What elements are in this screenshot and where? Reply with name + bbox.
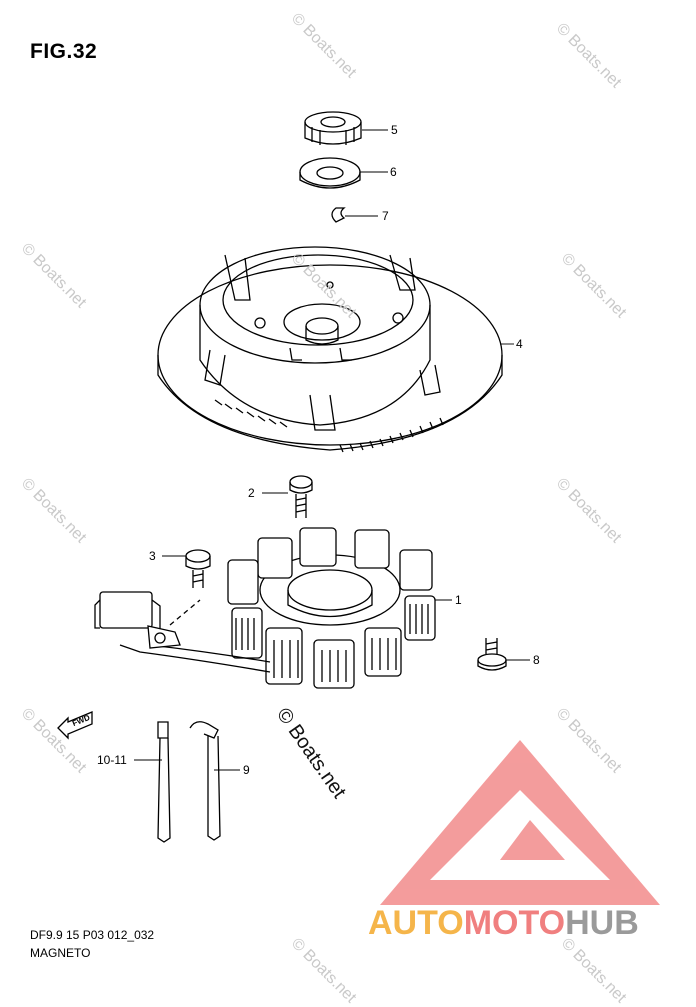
brand-triangle-logo (380, 740, 660, 905)
cable-tie-part-9 (189, 721, 221, 841)
flywheel-part-4 (157, 246, 503, 453)
nut-part-5 (304, 111, 362, 145)
screw-part-2 (289, 475, 313, 518)
diagram-code: DF9.9 15 P03 012_032 (30, 928, 155, 942)
brand-logo-part-1: AUTO (368, 904, 464, 942)
bolt-part-3 (185, 549, 211, 588)
callout-7: 7 (382, 209, 389, 223)
callout-8: 8 (533, 653, 540, 667)
fwd-arrow-icon (57, 711, 93, 740)
callout-9: 9 (243, 763, 250, 777)
callout-2: 2 (248, 486, 255, 500)
callout-1: 1 (455, 593, 462, 607)
callout-3: 3 (149, 549, 156, 563)
callout-4: 4 (516, 337, 523, 351)
brand-logo-part-2: MOTO (463, 904, 566, 942)
callout-10-11: 10-11 (97, 753, 127, 767)
callout-6: 6 (390, 165, 397, 179)
washer-part-6 (299, 157, 361, 189)
figure-title: FIG.32 (30, 40, 98, 63)
brand-logo-part-3: HUB (565, 904, 639, 942)
leader-lines (134, 129, 530, 771)
callout-5: 5 (391, 123, 398, 137)
stator-part-1 (94, 527, 436, 689)
key-part-7 (331, 207, 346, 223)
bolt-part-8 (477, 638, 507, 671)
cable-tie-part-10-11 (157, 721, 171, 843)
brand-logo: AUTOMOTOHUB (368, 904, 639, 943)
diagram-name: MAGNETO (30, 946, 91, 960)
